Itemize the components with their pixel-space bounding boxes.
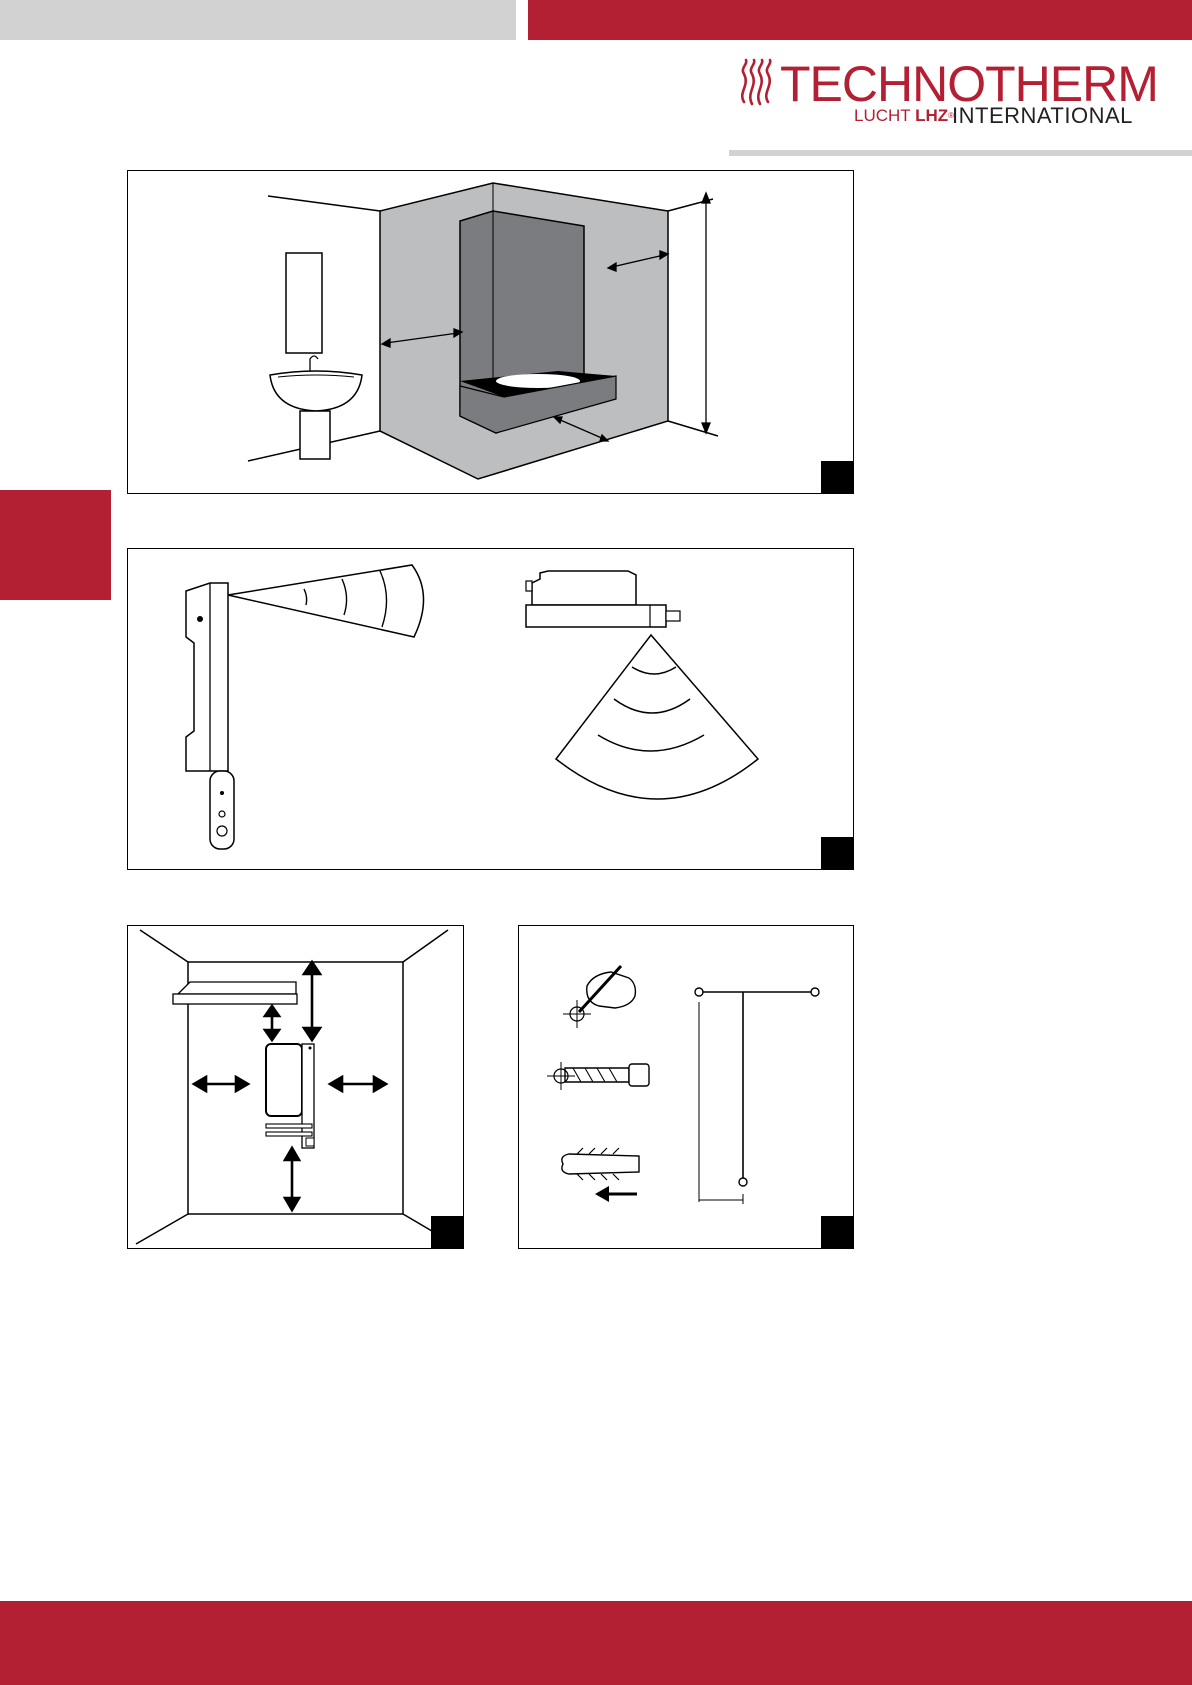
logo-international-text: INTERNATIONAL (952, 104, 1133, 128)
sensor-range-drawing (128, 549, 855, 871)
top-grey-band (0, 0, 516, 40)
clearance-figure (127, 925, 464, 1249)
brand-logo: TECHNOTHERM LUCHT LHZ® INTERNATIONAL (736, 56, 1106, 126)
figure-badge (821, 837, 853, 869)
mounting-figure (518, 925, 854, 1249)
top-red-band (528, 0, 1192, 40)
side-tab (0, 490, 111, 600)
logo-rule (729, 150, 1192, 156)
bathroom-zones-drawing (128, 171, 855, 495)
logo-lhz-text: LHZ (915, 106, 948, 125)
figure-badge (821, 1216, 853, 1248)
mounting-drawing (519, 926, 855, 1250)
logo-sub-brand: LUCHT LHZ® (854, 106, 954, 126)
flame-icon (736, 58, 778, 112)
clearance-drawing (128, 926, 465, 1250)
logo-lucht-text: LUCHT (854, 106, 910, 125)
sensor-range-figure (127, 548, 854, 870)
footer-band (0, 1601, 1192, 1685)
figure-badge (431, 1216, 463, 1248)
figure-badge (821, 461, 853, 493)
bathroom-zones-figure (127, 170, 854, 494)
